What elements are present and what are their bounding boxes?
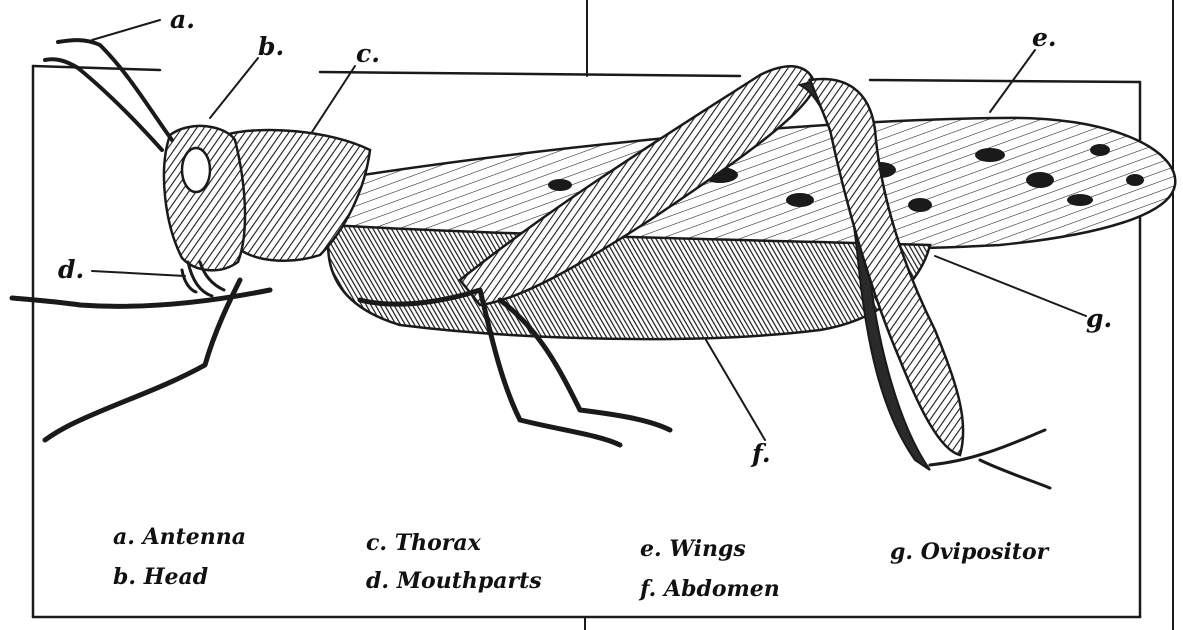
- callout-d-label: d.: [58, 255, 84, 284]
- legend-item-ovipositor: g. Ovipositor: [890, 539, 1050, 565]
- callout-d: d.: [58, 255, 185, 284]
- callout-b: b.: [210, 32, 284, 118]
- callout-g-label: g.: [1086, 304, 1112, 333]
- grasshopper-illustration: [12, 40, 1175, 488]
- abdomen-shape: [328, 225, 930, 339]
- callout-g: g.: [935, 256, 1112, 333]
- callout-a-label: a.: [170, 5, 195, 34]
- legend: a. Antenna b. Head c. Thorax d. Mouthpar…: [113, 524, 1050, 602]
- callout-f-label: f.: [750, 439, 771, 468]
- eye-shape: [182, 148, 210, 192]
- legend-item-head: b. Head: [113, 564, 208, 590]
- legend-item-thorax: c. Thorax: [366, 530, 482, 556]
- callout-b-label: b.: [258, 32, 284, 61]
- callout-c-label: c.: [356, 39, 380, 68]
- legend-item-antenna: a. Antenna: [113, 524, 246, 550]
- callout-f: f.: [706, 340, 771, 468]
- legend-item-wings: e. Wings: [640, 536, 746, 562]
- callout-a: a.: [92, 5, 195, 40]
- legend-item-abdomen: f. Abdomen: [638, 576, 780, 602]
- callout-e: e.: [990, 23, 1057, 112]
- head-shape: [164, 126, 245, 270]
- antenna-shape-2: [45, 59, 162, 150]
- legend-item-mouthparts: d. Mouthparts: [366, 568, 542, 594]
- callout-c: c.: [312, 39, 380, 132]
- callout-e-label: e.: [1032, 23, 1057, 52]
- antenna-shape: [58, 40, 172, 140]
